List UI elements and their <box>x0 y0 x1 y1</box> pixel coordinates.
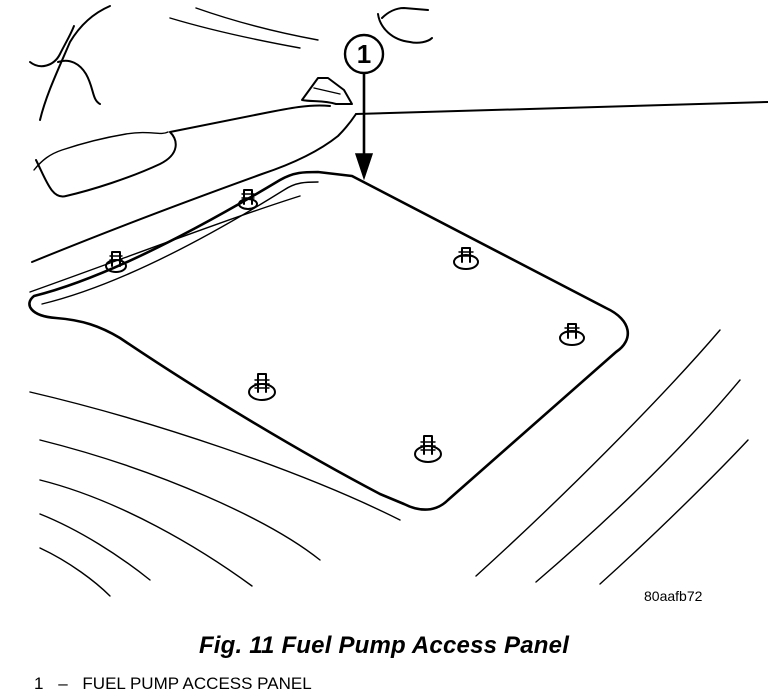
legend: 1 – FUEL PUMP ACCESS PANEL <box>34 674 312 694</box>
mounting-stud-icon <box>414 435 442 463</box>
fuel-pump-access-panel <box>28 170 630 511</box>
illustration: 1 <box>28 5 768 597</box>
floor-outline <box>29 101 768 293</box>
pointer-arrow-icon <box>354 72 374 181</box>
mounting-stud-icon <box>105 251 127 273</box>
figure-reference-code: 80aafb72 <box>644 588 703 604</box>
figure-caption: Fig. 11 Fuel Pump Access Panel <box>198 632 570 659</box>
mounting-stud-icon <box>238 189 258 210</box>
legend-item-number: 1 <box>34 674 44 693</box>
seat-trim-outline <box>29 5 433 198</box>
carpet-flap <box>301 77 353 105</box>
legend-item: 1 – FUEL PUMP ACCESS PANEL <box>34 674 312 694</box>
mounting-studs <box>105 189 585 463</box>
callout-marker: 1 <box>343 33 385 75</box>
legend-item-separator: – <box>58 674 68 693</box>
mounting-stud-icon <box>248 373 276 401</box>
callout-number: 1 <box>357 39 371 69</box>
legend-item-label: FUEL PUMP ACCESS PANEL <box>82 674 312 693</box>
mounting-stud-icon <box>453 247 479 270</box>
body-contours <box>29 329 749 597</box>
mounting-stud-icon <box>559 323 585 346</box>
